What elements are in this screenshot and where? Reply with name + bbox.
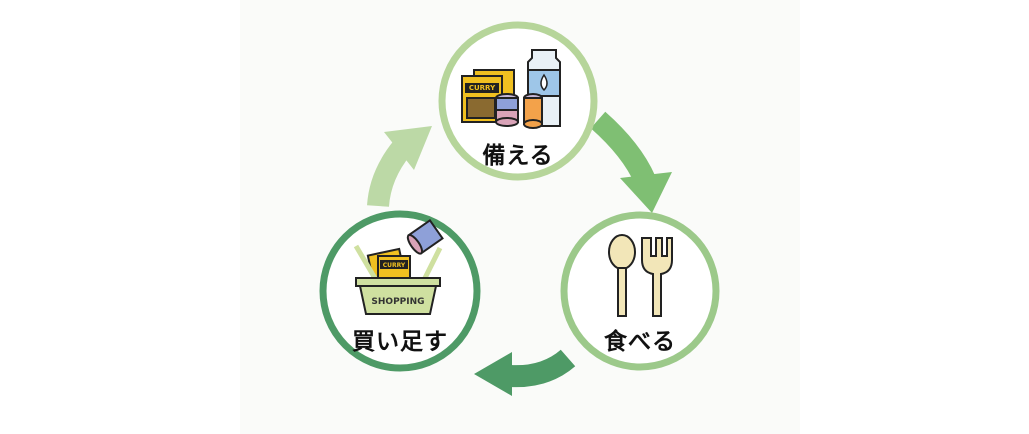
eat-label: 食べる <box>604 329 676 355</box>
buy-label: 買い足す <box>352 329 448 355</box>
basket-curry-text: CURRY <box>383 262 406 269</box>
arrow-prepare-to-eat <box>590 111 672 213</box>
arrow-buy-to-prepare <box>367 126 432 208</box>
prepare-label: 備える <box>482 143 554 169</box>
spoon-icon <box>608 234 636 270</box>
arrow-eat-to-buy <box>474 349 576 396</box>
stockpile-food-icon: CURRY <box>461 49 561 129</box>
shopping-basket-icon: CURRY SHOPPING <box>353 218 444 315</box>
fork-icon <box>641 237 673 317</box>
curry-box-text: CURRY <box>469 84 496 92</box>
eat-circle <box>560 211 720 371</box>
basket-text: SHOPPING <box>371 297 424 307</box>
spoon-fork-icon <box>608 234 673 317</box>
